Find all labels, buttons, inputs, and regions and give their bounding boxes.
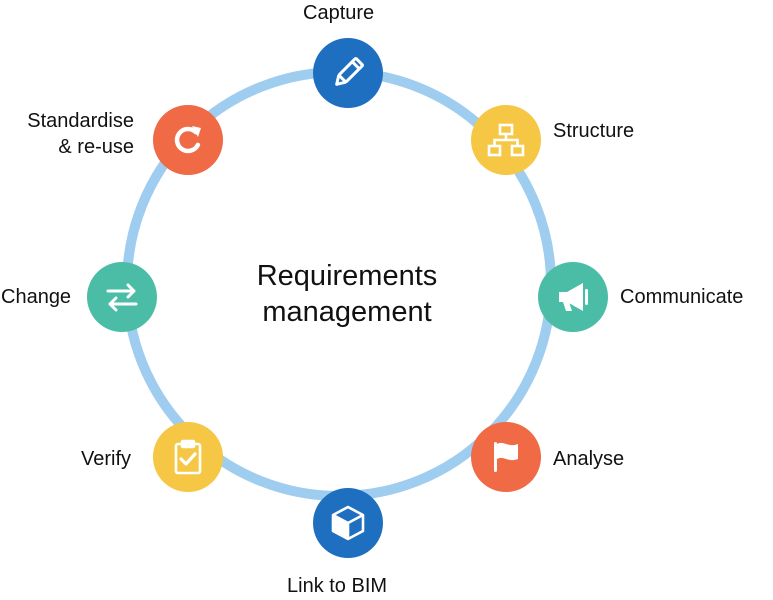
label-analyse: Analyse	[553, 448, 625, 470]
label-capture: Capture	[303, 2, 375, 24]
label-standardise: Standardise & re-use	[5, 108, 134, 160]
title-line-2: management	[262, 296, 432, 328]
diagram-title: Requirements management	[200, 258, 494, 330]
node-structure	[471, 105, 541, 175]
cube-icon	[331, 505, 365, 541]
label-standardise-line-1: Standardise	[27, 110, 134, 132]
label-verify: Verify	[81, 448, 132, 470]
node-communicate	[538, 262, 608, 332]
label-standardise-line-2: & re-use	[58, 136, 134, 158]
flag-icon	[494, 442, 518, 472]
label-change: Change	[1, 286, 72, 308]
label-link-to-bim: Link to BIM	[287, 575, 388, 597]
swap-arrows-icon	[106, 283, 138, 312]
label-communicate: Communicate	[620, 286, 744, 308]
pencil-icon	[335, 57, 364, 86]
node-analyse	[471, 422, 541, 492]
node-capture	[313, 38, 383, 108]
node-link-to-bim	[313, 488, 383, 558]
megaphone-icon	[559, 283, 588, 311]
label-structure: Structure	[553, 120, 635, 142]
node-standardise	[153, 105, 223, 175]
title-line-1: Requirements	[256, 260, 438, 292]
hierarchy-icon	[487, 123, 525, 157]
clipboard-check-icon	[174, 439, 202, 475]
refresh-icon	[174, 126, 201, 154]
node-change	[87, 262, 157, 332]
node-verify	[153, 422, 223, 492]
